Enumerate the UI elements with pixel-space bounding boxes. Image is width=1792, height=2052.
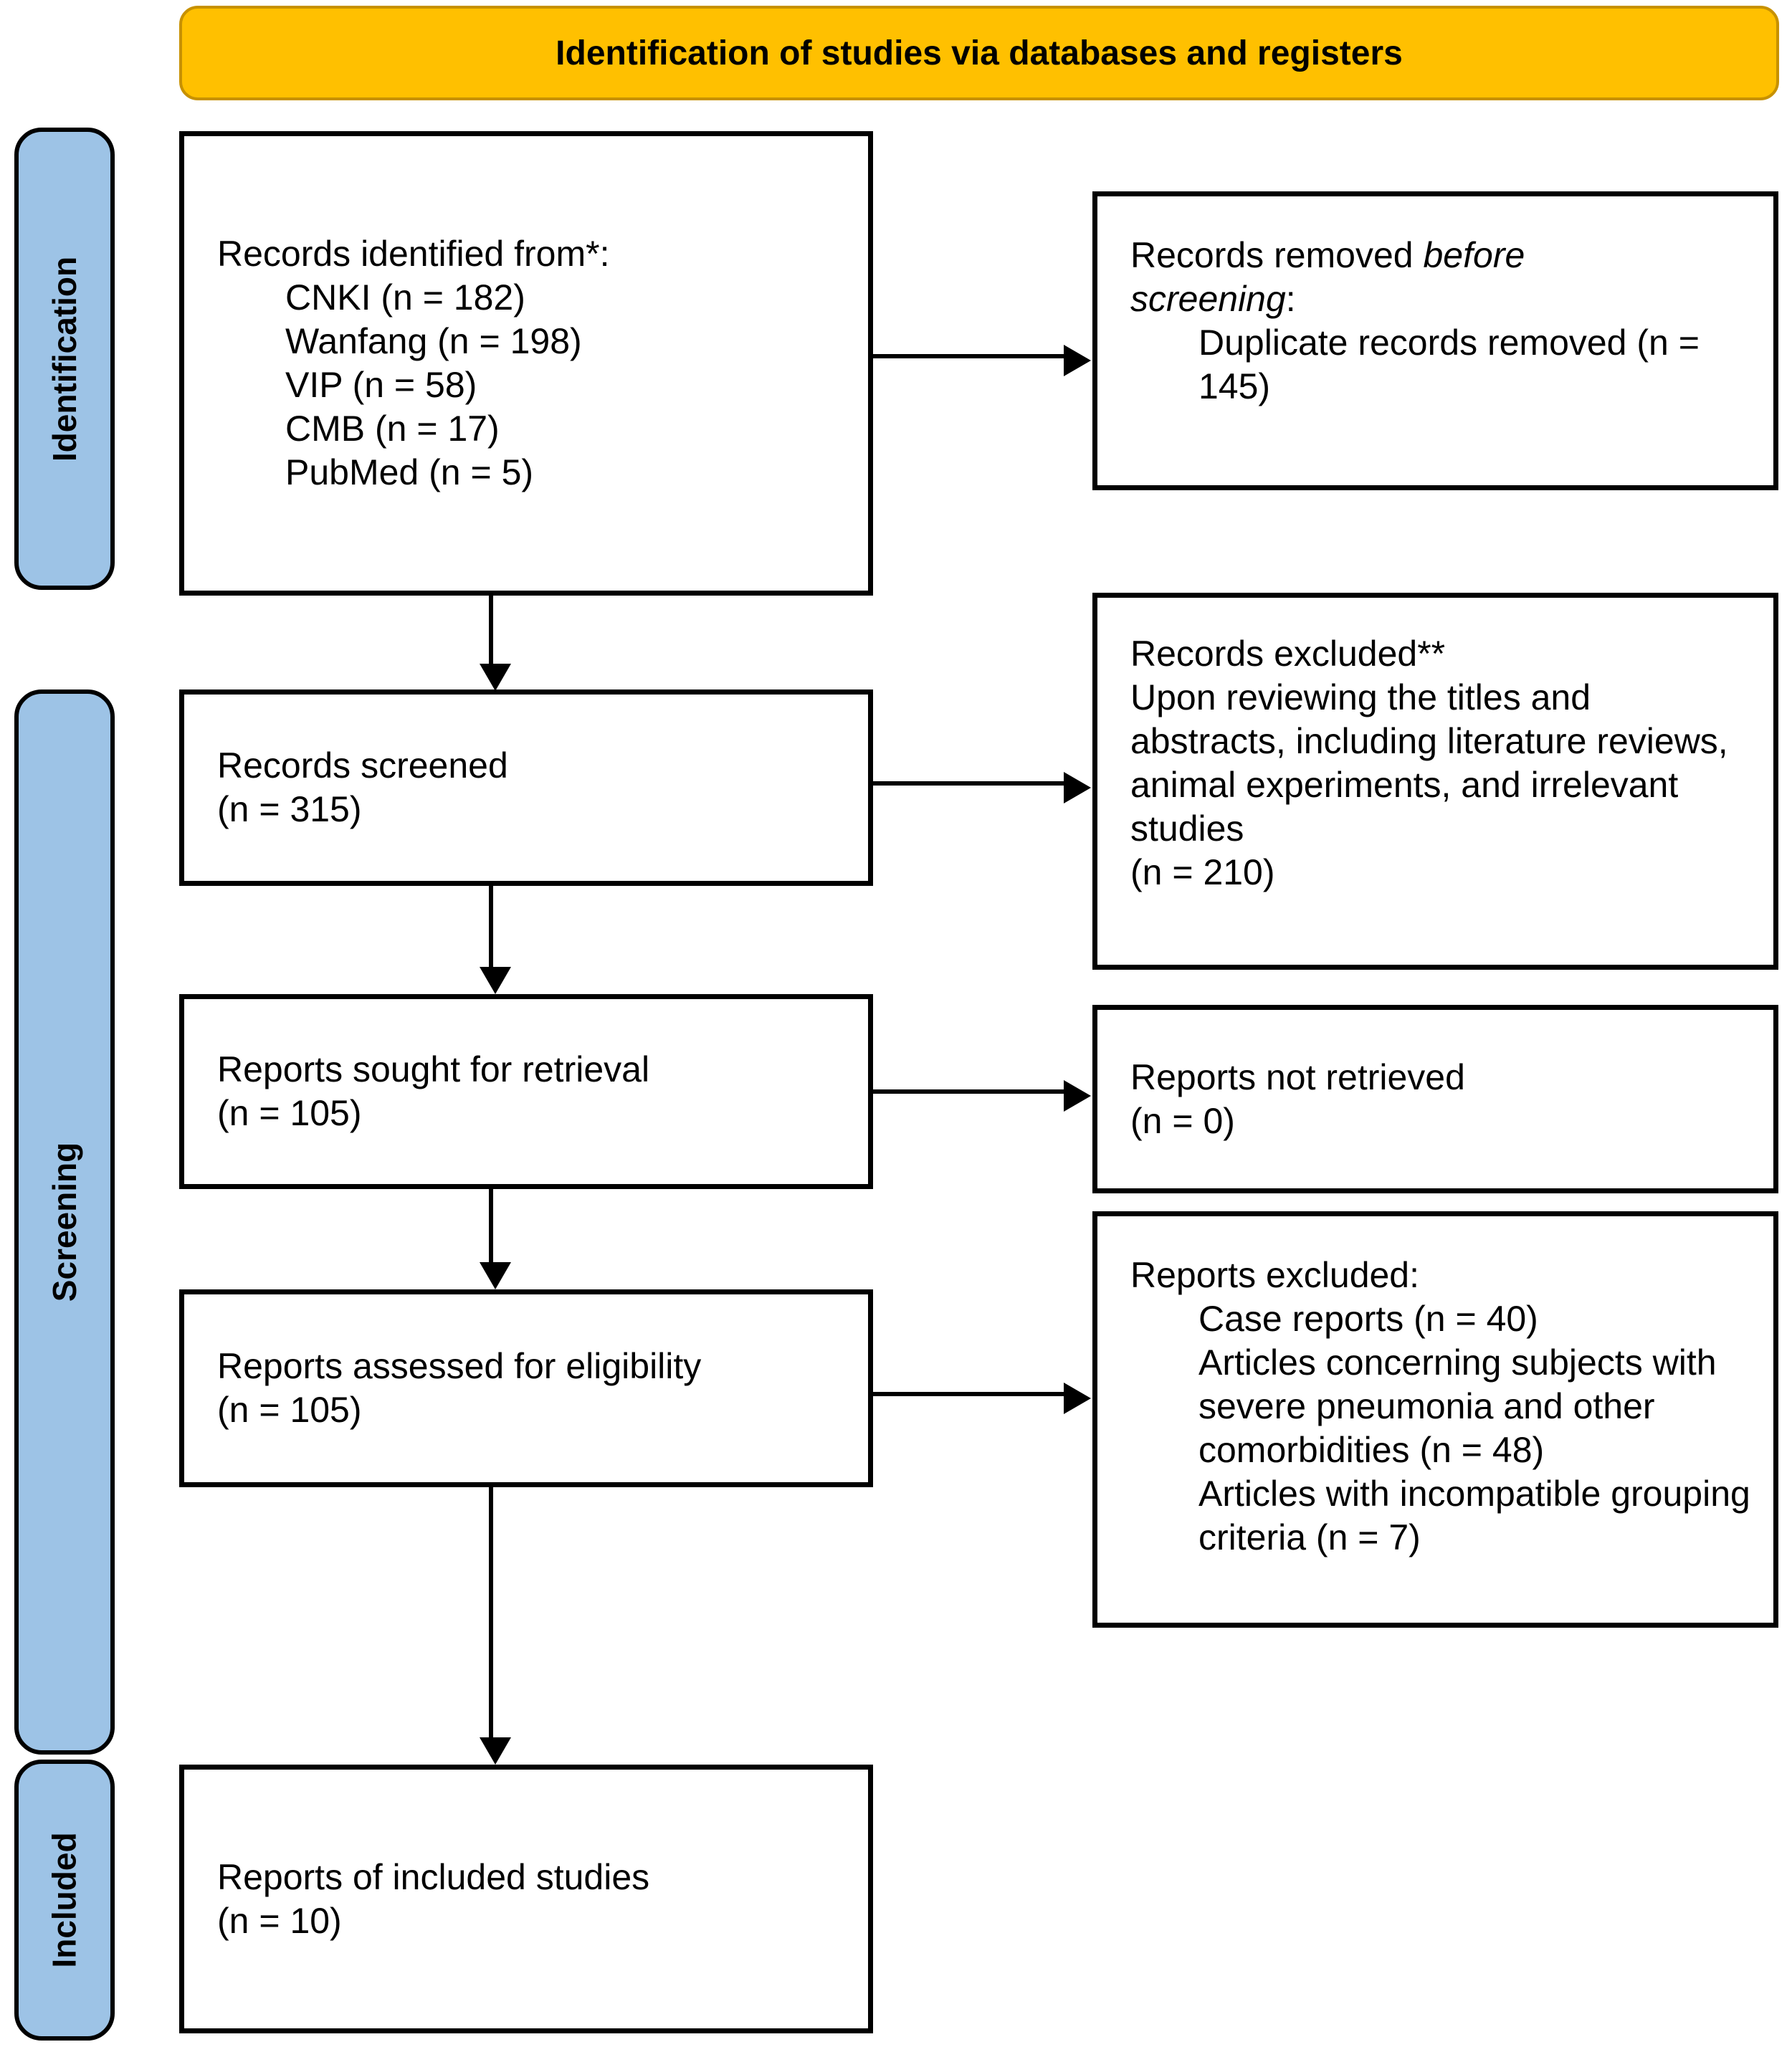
box-records-removed: Records removed before screening: Duplic… — [1092, 191, 1778, 490]
records-identified-item: Wanfang (n = 198) — [285, 321, 582, 361]
records-removed-title-italic2: screening — [1130, 279, 1286, 319]
arrow-sought-to-not-retrieved — [873, 1080, 1091, 1112]
reports-not-retrieved-count: (n = 0) — [1130, 1100, 1235, 1141]
box-reports-included: Reports of included studies (n = 10) — [179, 1765, 873, 2033]
arrow-identified-to-removed — [873, 345, 1091, 376]
box-records-screened: Records screened (n = 315) — [179, 689, 873, 886]
box-reports-assessed: Reports assessed for eligibility (n = 10… — [179, 1289, 873, 1487]
stage-bar-screening: Screening — [14, 689, 115, 1755]
reports-excluded-item: Case reports (n = 40) — [1198, 1299, 1538, 1339]
reports-sought-line1: Reports sought for retrieval — [217, 1049, 650, 1089]
banner-title: Identification of studies via databases … — [179, 6, 1779, 100]
records-identified-title: Records identified from*: — [217, 234, 610, 274]
stage-bar-included: Included — [14, 1760, 115, 2041]
reports-excluded-title: Reports excluded: — [1130, 1255, 1420, 1295]
arrow-assessed-to-reports-excluded — [873, 1383, 1091, 1414]
records-removed-title-colon: : — [1285, 279, 1296, 319]
arrow-screened-to-sought — [480, 886, 511, 994]
box-records-excluded: Records excluded** Upon reviewing the ti… — [1092, 593, 1778, 970]
arrow-identified-to-screened — [480, 596, 511, 691]
stage-label-included: Included — [46, 1832, 83, 1968]
box-reports-excluded: Reports excluded: Case reports (n = 40) … — [1092, 1211, 1778, 1628]
reports-assessed-count: (n = 105) — [217, 1390, 362, 1430]
box-reports-sought: Reports sought for retrieval (n = 105) — [179, 994, 873, 1189]
records-identified-item: CNKI (n = 182) — [285, 277, 525, 318]
reports-excluded-item: Articles concerning subjects with severe… — [1198, 1342, 1717, 1470]
records-identified-item: PubMed (n = 5) — [285, 452, 534, 492]
records-identified-item: CMB (n = 17) — [285, 409, 500, 449]
records-removed-title-text: Records removed — [1130, 235, 1424, 275]
stage-label-screening: Screening — [46, 1142, 84, 1302]
stage-label-identification: Identification — [46, 256, 84, 462]
arrow-assessed-to-included — [480, 1487, 511, 1765]
reports-not-retrieved-line1: Reports not retrieved — [1130, 1056, 1465, 1097]
records-screened-line1: Records screened — [217, 745, 508, 786]
records-excluded-title: Records excluded** — [1130, 634, 1446, 674]
box-records-identified: Records identified from*: CNKI (n = 182)… — [179, 131, 873, 596]
reports-assessed-line1: Reports assessed for eligibility — [217, 1346, 702, 1386]
records-screened-count: (n = 315) — [217, 789, 362, 829]
banner-title-text: Identification of studies via databases … — [556, 34, 1403, 72]
records-excluded-body: Upon reviewing the titles and abstracts,… — [1130, 677, 1728, 849]
records-removed-title-line2: screening: — [1130, 277, 1753, 321]
reports-included-line1: Reports of included studies — [217, 1856, 650, 1897]
records-excluded-count: (n = 210) — [1130, 852, 1275, 892]
reports-excluded-item: Articles with incompatible grouping crit… — [1198, 1474, 1750, 1557]
arrow-sought-to-assessed — [480, 1189, 511, 1289]
reports-included-count: (n = 10) — [217, 1900, 342, 1941]
stage-bar-identification: Identification — [14, 128, 115, 590]
records-removed-title-italic: before — [1423, 235, 1525, 275]
arrow-screened-to-excluded — [873, 772, 1091, 803]
records-identified-item: VIP (n = 58) — [285, 365, 477, 405]
reports-sought-count: (n = 105) — [217, 1093, 362, 1133]
records-removed-item: Duplicate records removed (n = 145) — [1198, 323, 1700, 406]
box-reports-not-retrieved: Reports not retrieved (n = 0) — [1092, 1005, 1778, 1193]
records-removed-title-line1: Records removed before — [1130, 234, 1753, 277]
